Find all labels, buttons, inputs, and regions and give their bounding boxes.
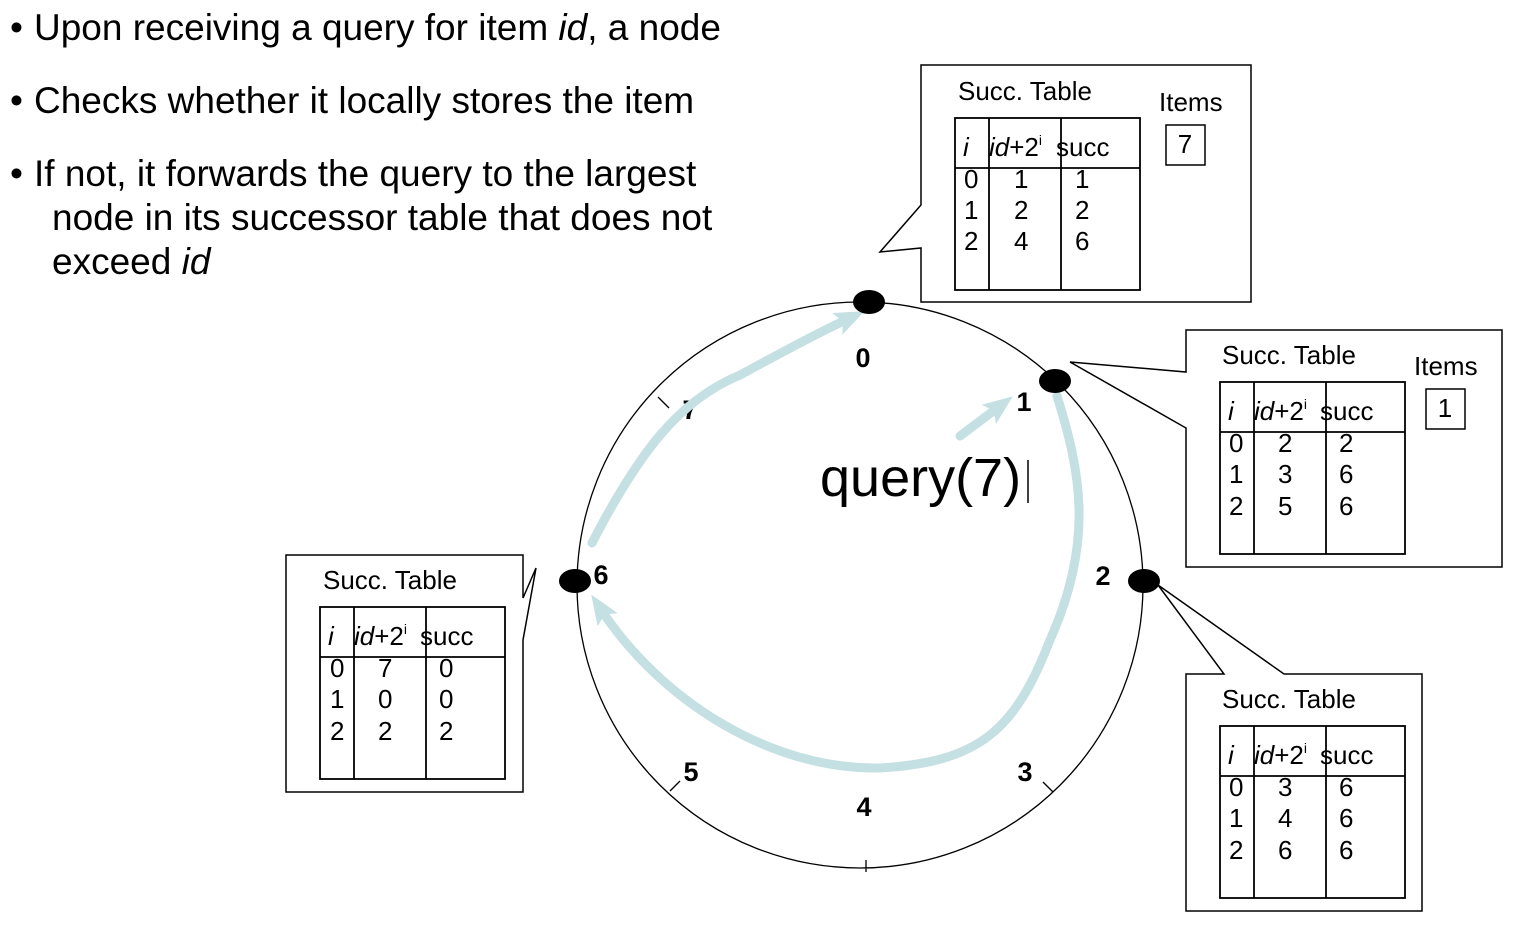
route-arrow-6-to-0 [587, 311, 865, 548]
succ-table-cell: 0 [378, 684, 392, 714]
items-label: Items [1414, 351, 1478, 381]
succ-table-title: Succ. Table [1222, 340, 1356, 370]
succ-table-cell: 7 [378, 653, 392, 683]
ring-label-0: 0 [855, 343, 870, 373]
succ-table-cell: 2 [1278, 428, 1292, 458]
succ-table-cell: 2 [1229, 835, 1243, 865]
ring-label-1: 1 [1016, 387, 1031, 417]
bullet-query-received: Upon receiving a query for item id, a no… [8, 6, 808, 50]
node-2 [1128, 569, 1160, 593]
item-value: 1 [1438, 393, 1452, 423]
route-arrow-1-to-6 [591, 391, 1084, 773]
succ-table-cell: 6 [1075, 226, 1089, 256]
succ-table-cell: 4 [1278, 803, 1292, 833]
succ-table-cell: 0 [439, 653, 453, 683]
ring-label-2: 2 [1095, 561, 1110, 591]
ring-label-5: 5 [683, 757, 698, 787]
bullet-list: Upon receiving a query for item id, a no… [8, 6, 808, 284]
succ-table-grid [1219, 725, 1406, 899]
tick-mark-5 [669, 780, 681, 792]
succ-table-cell: 2 [1075, 195, 1089, 225]
node-0 [853, 290, 885, 314]
succ-table-cell: 1 [964, 195, 978, 225]
succ-table-cell: 0 [964, 164, 978, 194]
succ-table-cell: 2 [1229, 491, 1243, 521]
ring-label-6: 6 [593, 560, 608, 590]
succ-table-cell: 0 [1229, 428, 1243, 458]
succ-table-cell: 3 [1278, 459, 1292, 489]
succ-table-cell: 6 [1339, 459, 1353, 489]
succ-table-cell: 1 [1075, 164, 1089, 194]
bullet-forward-query: If not, it forwards the query to the lar… [8, 152, 808, 284]
bullet-line: node in its successor table that does no… [52, 197, 713, 238]
bullet-check-local: Checks whether it locally stores the ite… [8, 79, 808, 123]
succ-table-grid [954, 117, 1141, 291]
succ-table-grid [1219, 381, 1406, 555]
succ-table-cell: 2 [378, 716, 392, 746]
succ-table-cell: 0 [1229, 772, 1243, 802]
node-1 [1039, 369, 1071, 393]
succ-table-cell: 0 [330, 653, 344, 683]
succ-table-cell: 6 [1339, 491, 1353, 521]
tick-mark-3 [1042, 781, 1054, 793]
query-route [587, 311, 1084, 773]
succ-table-title: Succ. Table [958, 76, 1092, 106]
succ-table-cell: 2 [439, 716, 453, 746]
node-6 [559, 569, 591, 593]
tick-mark-7 [657, 396, 670, 409]
succ-table-cell: 3 [1278, 772, 1292, 802]
succ-table-cell: 2 [964, 226, 978, 256]
items-box [1165, 124, 1206, 166]
query-label: query(7) [820, 448, 1021, 508]
bullet-line: If not, it forwards the query to the lar… [34, 153, 697, 194]
succ-table-cell: 1 [1229, 459, 1243, 489]
succ-table-cell: 5 [1278, 491, 1292, 521]
succ-table-grid [319, 606, 506, 780]
succ-table-cell: 2 [1014, 195, 1028, 225]
items-box [1425, 388, 1466, 430]
items-label: Items [1159, 87, 1223, 117]
succ-table-cell: 0 [439, 684, 453, 714]
succ-table-title: Succ. Table [323, 565, 457, 595]
succ-table-cell: 6 [1339, 772, 1353, 802]
succ-table-cell: 1 [330, 684, 344, 714]
bullet-line: exceed id [52, 241, 211, 282]
succ-table-cell: 6 [1339, 835, 1353, 865]
succ-table-cell: 6 [1339, 803, 1353, 833]
route-arrow-query-to-1 [955, 396, 1013, 441]
bullet-line: Upon receiving a query for item id, a no… [34, 7, 721, 48]
succ-table-cell: 2 [1339, 428, 1353, 458]
succ-table-cell: 1 [1014, 164, 1028, 194]
succ-table-cell: 2 [330, 716, 344, 746]
bullet-line: Checks whether it locally stores the ite… [34, 80, 695, 121]
ring-label-3: 3 [1017, 757, 1032, 787]
succ-table-cell: 6 [1278, 835, 1292, 865]
ring-label-4: 4 [856, 792, 871, 822]
succ-table-cell: 1 [1229, 803, 1243, 833]
item-value: 7 [1178, 129, 1192, 159]
succ-table-cell: 4 [1014, 226, 1028, 256]
succ-table-title: Succ. Table [1222, 684, 1356, 714]
